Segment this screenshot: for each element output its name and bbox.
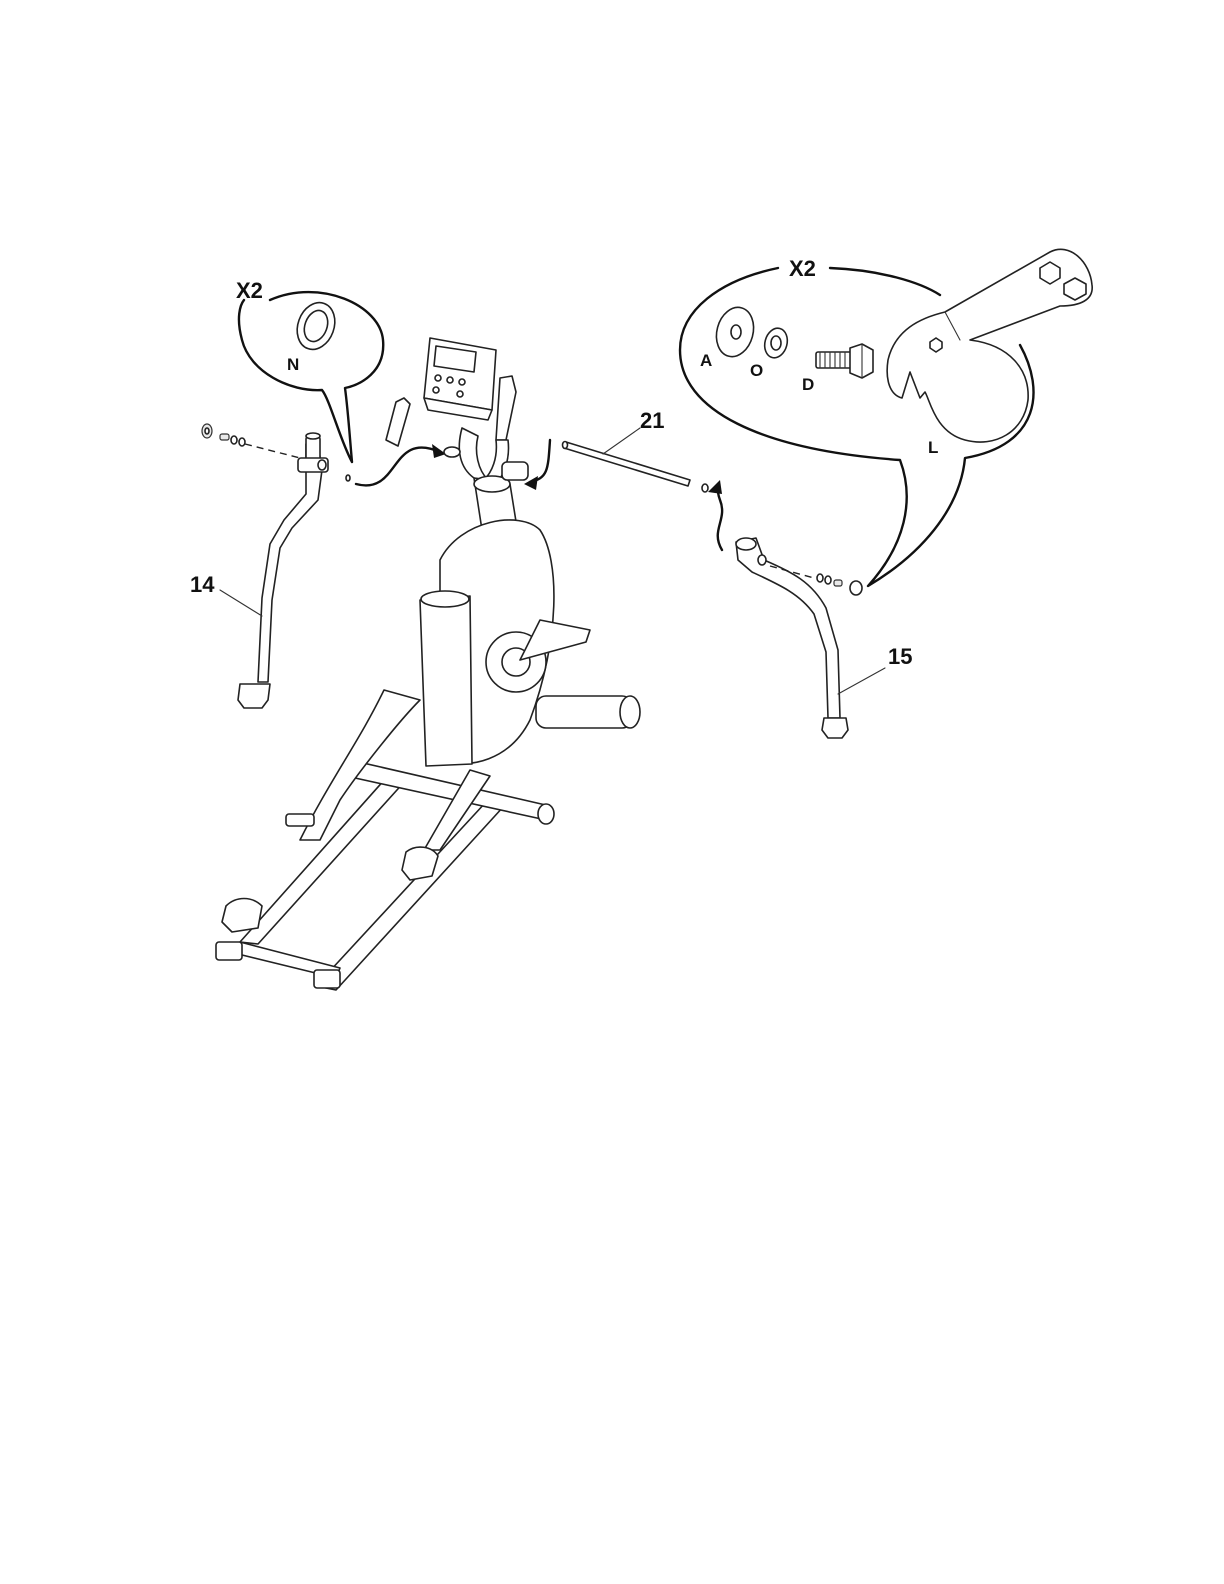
- letter-d: D: [802, 375, 814, 394]
- right-quantity-label: X2: [789, 256, 816, 281]
- left-arm-14: 14: [190, 424, 350, 708]
- part-number-21: 21: [640, 408, 664, 433]
- wrench-l: [887, 249, 1092, 442]
- lock-washer-o: [761, 326, 790, 361]
- part-number-15: 15: [888, 644, 912, 669]
- left-quantity-label: X2: [236, 278, 263, 303]
- letter-a: A: [700, 351, 712, 370]
- letter-n: N: [287, 355, 299, 374]
- axle-tube-21: 21: [563, 408, 709, 492]
- console: [424, 338, 496, 420]
- right-callout-bubble: X2 A O D L: [680, 249, 1092, 586]
- letter-l: L: [928, 438, 938, 457]
- part-number-14: 14: [190, 572, 215, 597]
- letter-o: O: [750, 361, 763, 380]
- left-hardware-stack: [202, 424, 300, 458]
- spacer-ring-n: [291, 297, 341, 354]
- elliptical-machine: [216, 338, 640, 990]
- hex-bolt-d: [816, 344, 873, 378]
- flat-washer-a: [711, 303, 759, 361]
- right-arm-15: 15: [736, 538, 912, 738]
